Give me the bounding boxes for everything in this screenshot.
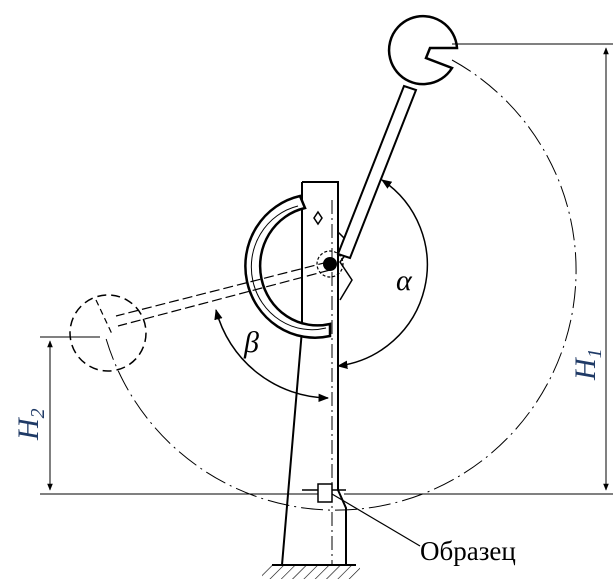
svg-text:H1: H1 bbox=[569, 348, 606, 381]
scale-dial bbox=[244, 194, 332, 339]
specimen-block bbox=[317, 483, 333, 503]
h2-label: H2 bbox=[12, 408, 49, 441]
h1-sub: 1 bbox=[584, 348, 606, 358]
pendulum-hammer bbox=[387, 14, 459, 86]
specimen-leader bbox=[331, 493, 421, 547]
alpha-arc bbox=[336, 179, 429, 369]
h1-main: H bbox=[569, 356, 602, 381]
beta-arc bbox=[214, 308, 330, 403]
alpha-label: α bbox=[396, 264, 413, 297]
h2-main: H bbox=[12, 416, 45, 441]
ground-hatch bbox=[262, 565, 360, 579]
svg-text:H2: H2 bbox=[12, 408, 49, 441]
h1-dimension bbox=[344, 43, 613, 495]
pendulum-raised bbox=[336, 14, 459, 260]
swing-arc bbox=[104, 59, 577, 511]
pendulum-initial-dashed bbox=[69, 261, 331, 372]
specimen-label: Образец bbox=[420, 536, 516, 566]
beta-label: β bbox=[243, 326, 259, 359]
h2-dimension bbox=[40, 336, 318, 495]
h2-sub: 2 bbox=[27, 408, 49, 418]
h1-label: H1 bbox=[569, 348, 606, 381]
